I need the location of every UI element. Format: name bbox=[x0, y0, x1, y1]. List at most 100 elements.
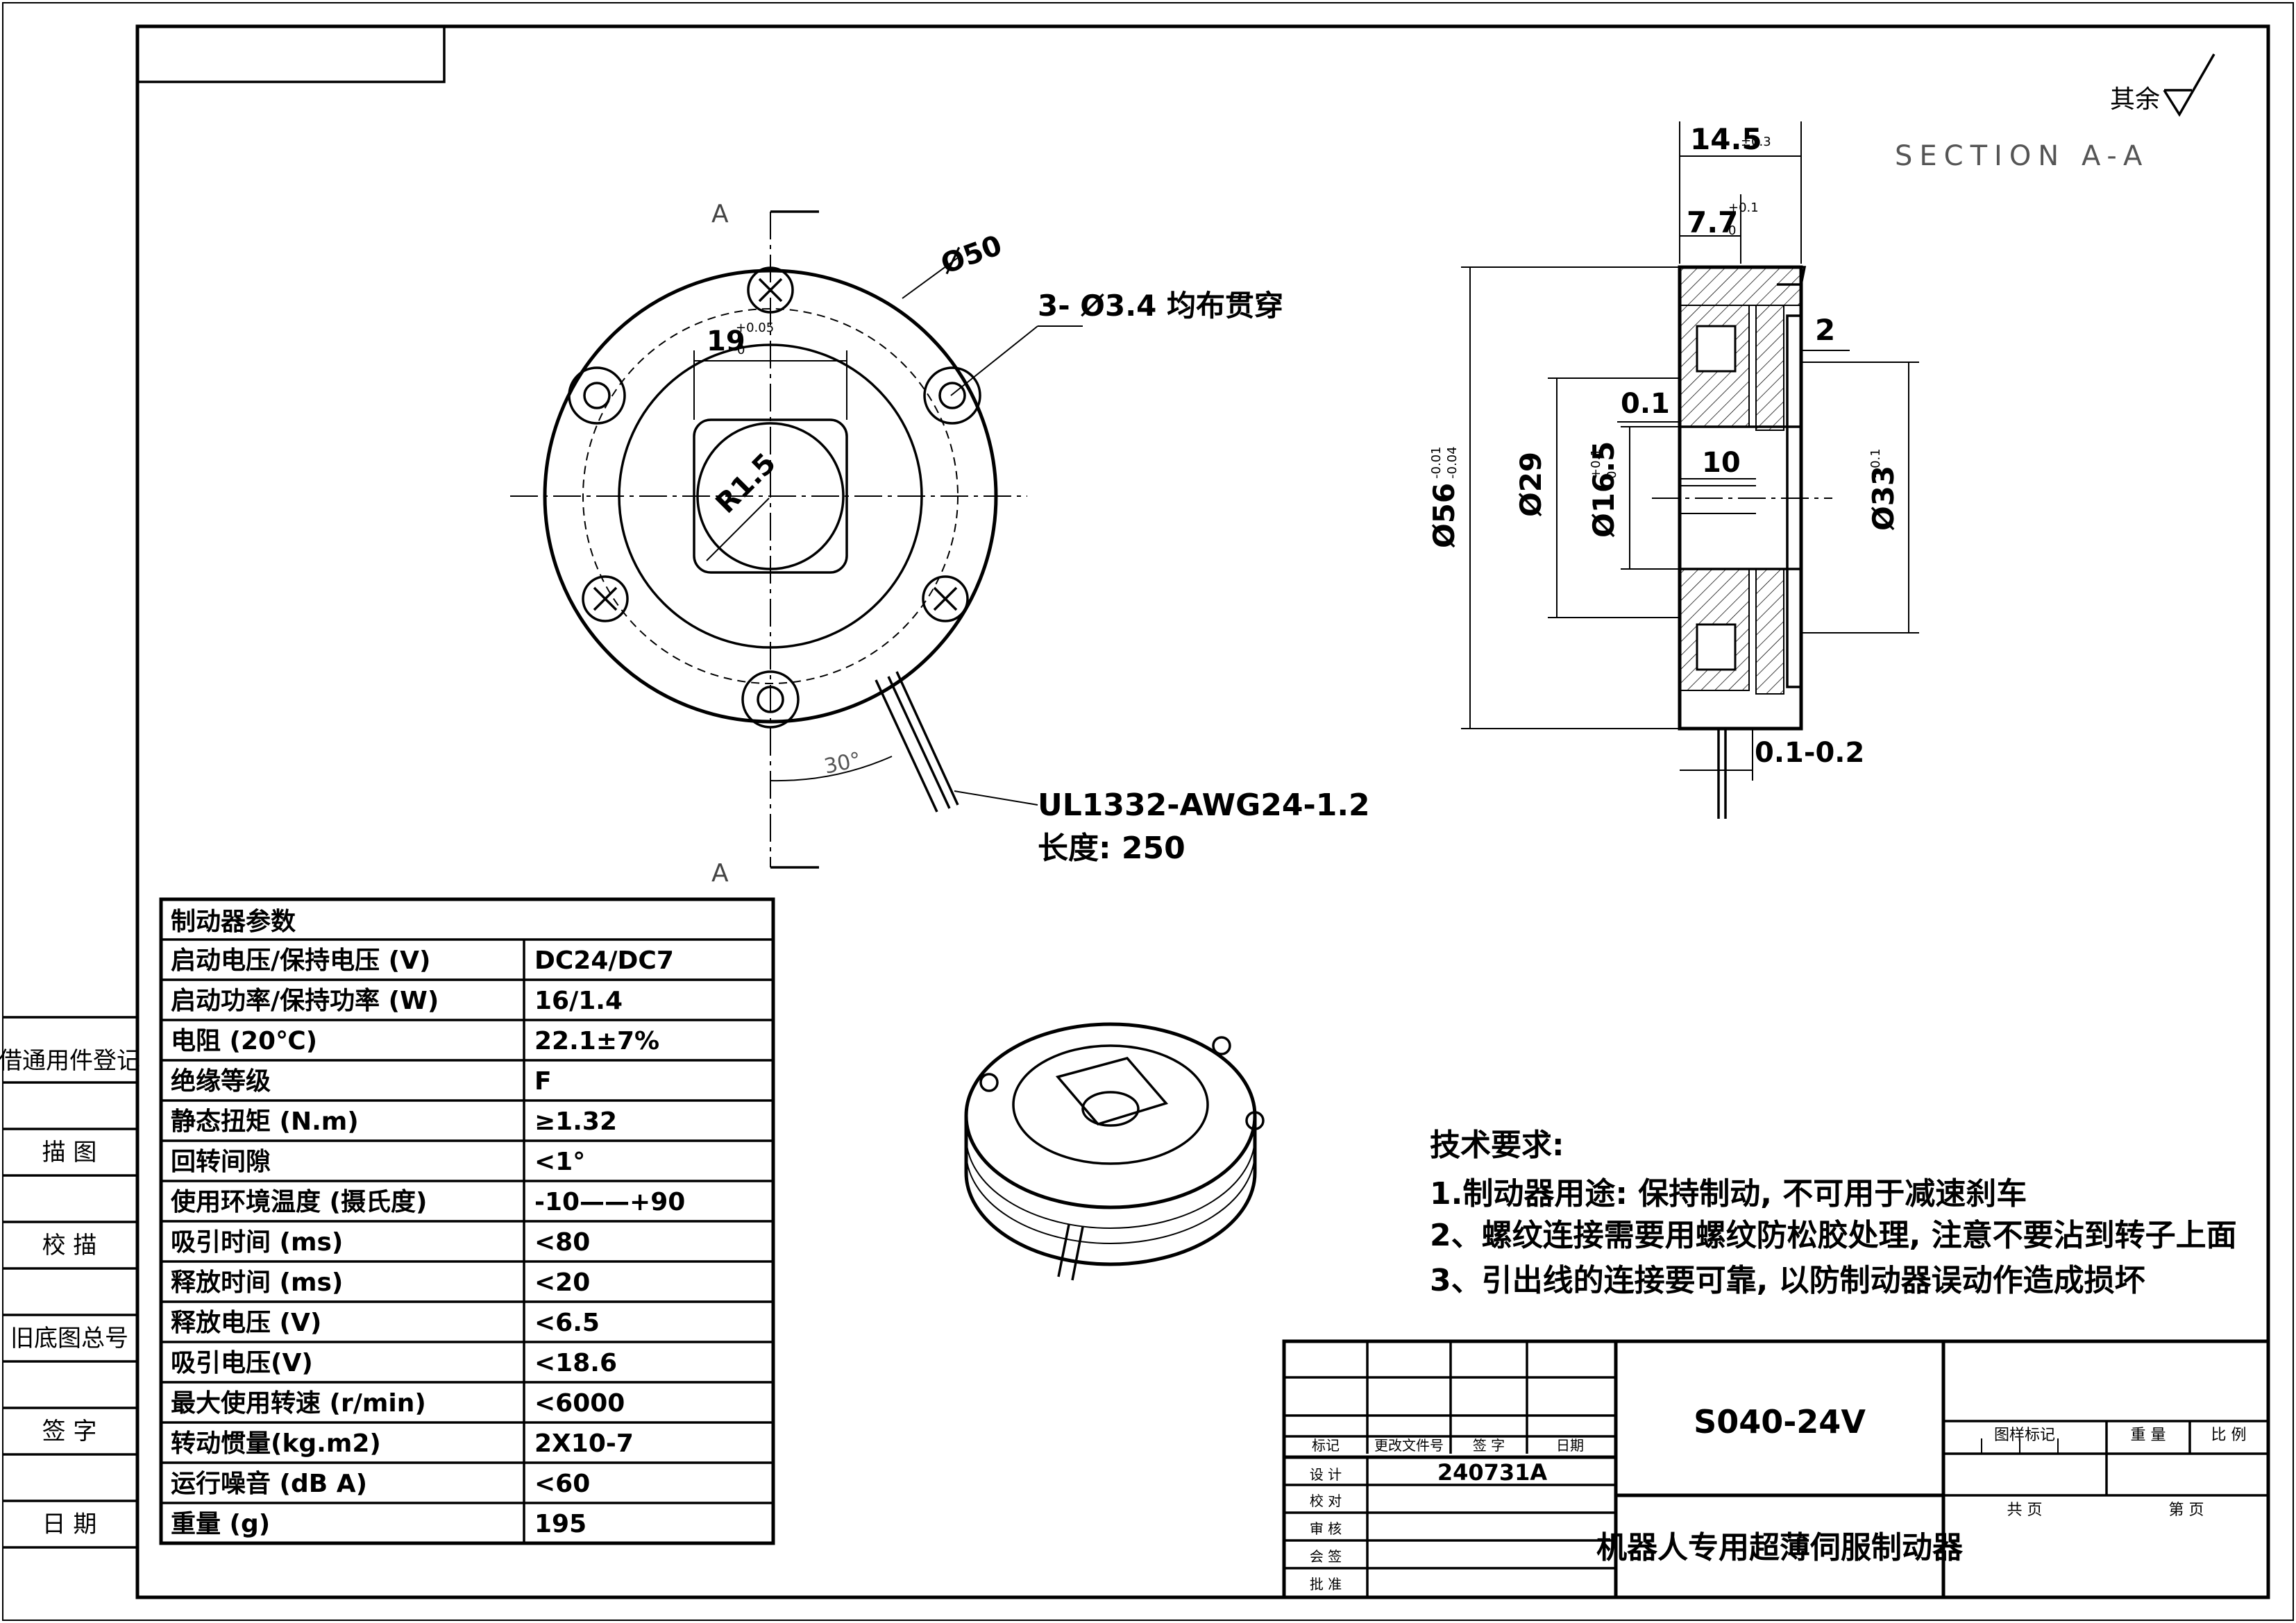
param-name: 回转间隙 bbox=[171, 1148, 271, 1176]
side-label-6: 日 期 bbox=[42, 1511, 97, 1538]
dim-radius: R1.5 bbox=[710, 448, 782, 520]
param-value: <80 bbox=[534, 1228, 590, 1257]
param-name: 释放时间 (ms) bbox=[171, 1268, 343, 1297]
param-value: 22.1±7% bbox=[534, 1027, 659, 1055]
title-block: 标记 更改文件号 签 字 日期 设 计 校 对 审 核 会 签 批 准 2407… bbox=[1282, 1339, 2270, 1599]
notch-left bbox=[568, 366, 626, 425]
param-value: ≥1.32 bbox=[534, 1107, 617, 1136]
param-name: 绝缘等级 bbox=[171, 1067, 271, 1096]
lead-wires bbox=[875, 671, 959, 813]
dim-d29: Ø29 bbox=[1514, 452, 1548, 517]
drawing-frame bbox=[135, 24, 2270, 1599]
screw-top bbox=[747, 266, 794, 314]
param-value: 195 bbox=[534, 1510, 586, 1538]
screw-lower-right bbox=[922, 575, 969, 622]
tech-item-1: 1.制动器用途: 保持制动, 不可用于减速刹车 bbox=[1430, 1176, 2027, 1212]
tb-scale: 比 例 bbox=[2211, 1427, 2247, 1444]
corner-box bbox=[136, 25, 446, 83]
side-label-2: 描 图 bbox=[42, 1139, 97, 1166]
coil-upper bbox=[1696, 325, 1737, 373]
dim-7-7-tol-up: +0.1 bbox=[1728, 201, 1759, 215]
flange-outline bbox=[543, 269, 998, 724]
param-value: <6000 bbox=[534, 1389, 625, 1418]
inner-ring bbox=[618, 343, 923, 649]
side-label-4: 旧底图总号 bbox=[10, 1325, 128, 1352]
hatch-top bbox=[1679, 266, 1802, 306]
square-hub bbox=[693, 418, 848, 574]
cable-spec: UL1332-AWG24-1.2 bbox=[1038, 788, 1370, 823]
notch-bottom bbox=[741, 670, 800, 729]
dim-7-7-tol-low: 0 bbox=[1728, 223, 1736, 238]
params-title: 制动器参数 bbox=[171, 908, 296, 936]
param-value: -10——+90 bbox=[534, 1188, 685, 1216]
tb-total-pages: 共 页 bbox=[2007, 1502, 2043, 1519]
product-name: 机器人专用超薄伺服制动器 bbox=[1596, 1530, 1964, 1565]
side-strip: 借通用件登记 描 图 校 描 旧底图总号 签 字 日 期 bbox=[0, 1016, 140, 1549]
dim-2: 2 bbox=[1815, 313, 1835, 347]
param-value: <60 bbox=[534, 1470, 590, 1498]
tech-requirements: 技术要求: 1.制动器用途: 保持制动, 不可用于减速刹车 2、螺纹连接需要用螺… bbox=[1430, 1128, 2237, 1298]
dim-10: 10 bbox=[1702, 447, 1741, 479]
param-name: 释放电压 (V) bbox=[171, 1309, 321, 1337]
dim-od: Ø50 bbox=[937, 230, 1006, 281]
tb-row-check: 校 对 bbox=[1310, 1493, 1342, 1509]
tb-col-mark: 标记 bbox=[1312, 1437, 1340, 1454]
tb-row-review: 审 核 bbox=[1310, 1520, 1342, 1537]
dim-d56: Ø56 bbox=[1427, 483, 1461, 548]
screw-lower-left bbox=[582, 575, 629, 622]
roughness-symbol bbox=[2163, 53, 2215, 117]
hub-bore bbox=[696, 422, 845, 570]
friction-plate bbox=[1786, 314, 1803, 688]
dim-7-7: 7.7 bbox=[1687, 205, 1738, 239]
param-name: 启动功率/保持功率 (W) bbox=[171, 987, 439, 1015]
side-label-5: 签 字 bbox=[42, 1418, 97, 1445]
param-value: DC24/DC7 bbox=[534, 946, 674, 975]
bolt-circle bbox=[582, 308, 959, 684]
dim-width-tol: ±0.3 bbox=[1741, 135, 1771, 149]
tb-row-design: 设 计 bbox=[1310, 1466, 1342, 1483]
dim-square-tol-up: +0.05 bbox=[736, 321, 774, 335]
model-number: S040-24V bbox=[1694, 1403, 1866, 1441]
param-value: <18.6 bbox=[534, 1349, 617, 1377]
section-view: 14.5 ±0.3 7.7 +0.1 0 2 0.1 10 Ø56 -0.01 … bbox=[1427, 121, 1919, 819]
side-label-3: 校 描 bbox=[42, 1232, 97, 1259]
param-name: 重量 (g) bbox=[171, 1510, 270, 1538]
param-name: 运行噪音 (dB A) bbox=[171, 1470, 367, 1498]
dim-width: 14.5 bbox=[1690, 122, 1762, 156]
param-name: 静态扭矩 (N.m) bbox=[171, 1107, 359, 1136]
section-mark-top: A bbox=[711, 200, 729, 228]
tech-title: 技术要求: bbox=[1430, 1128, 1564, 1163]
param-value: <6.5 bbox=[534, 1309, 600, 1337]
side-label-1: 借通用件登记 bbox=[0, 1047, 140, 1075]
tb-row-approve: 批 准 bbox=[1310, 1576, 1342, 1592]
dim-holes: 3- Ø3.4 均布贯穿 bbox=[1038, 289, 1283, 323]
dim-0-1: 0.1 bbox=[1621, 388, 1670, 420]
dim-d33: Ø33 bbox=[1866, 466, 1900, 531]
tb-col-sign: 签 字 bbox=[1473, 1437, 1505, 1454]
section-lead bbox=[1717, 729, 1727, 819]
tb-col-change: 更改文件号 bbox=[1374, 1437, 1444, 1454]
param-value: 2X10-7 bbox=[534, 1429, 634, 1458]
dim-square-tol-low: 0 bbox=[737, 343, 745, 357]
tb-page-no: 第 页 bbox=[2169, 1502, 2204, 1519]
dim-d33-tol: +0.1 bbox=[1868, 448, 1883, 479]
dim-d16-5-tol-low: 0 bbox=[1605, 471, 1619, 479]
surface-finish-label: 其余 bbox=[2110, 85, 2160, 114]
tech-item-2: 2、螺纹连接需要用螺纹防松胶处理, 注意不要沾到转子上面 bbox=[1430, 1218, 2237, 1253]
cable-length: 长度: 250 bbox=[1038, 831, 1185, 866]
dim-angle: 30° bbox=[822, 748, 863, 779]
tech-item-3: 3、引出线的连接要可靠, 以防制动器误动作造成损坏 bbox=[1430, 1263, 2145, 1298]
param-name: 使用环境温度 (摄氏度) bbox=[171, 1188, 427, 1216]
param-name: 电阻 (20℃) bbox=[171, 1027, 317, 1055]
param-value: F bbox=[534, 1067, 552, 1096]
dim-square: 19 bbox=[707, 325, 745, 357]
param-name: 启动电压/保持电压 (V) bbox=[171, 946, 430, 975]
coil-lower bbox=[1696, 623, 1737, 671]
param-value: <1° bbox=[534, 1148, 585, 1176]
dim-gap: 0.1-0.2 bbox=[1755, 737, 1864, 769]
tb-col-date: 日期 bbox=[1556, 1437, 1584, 1454]
tb-weight: 重 量 bbox=[2131, 1427, 2166, 1444]
